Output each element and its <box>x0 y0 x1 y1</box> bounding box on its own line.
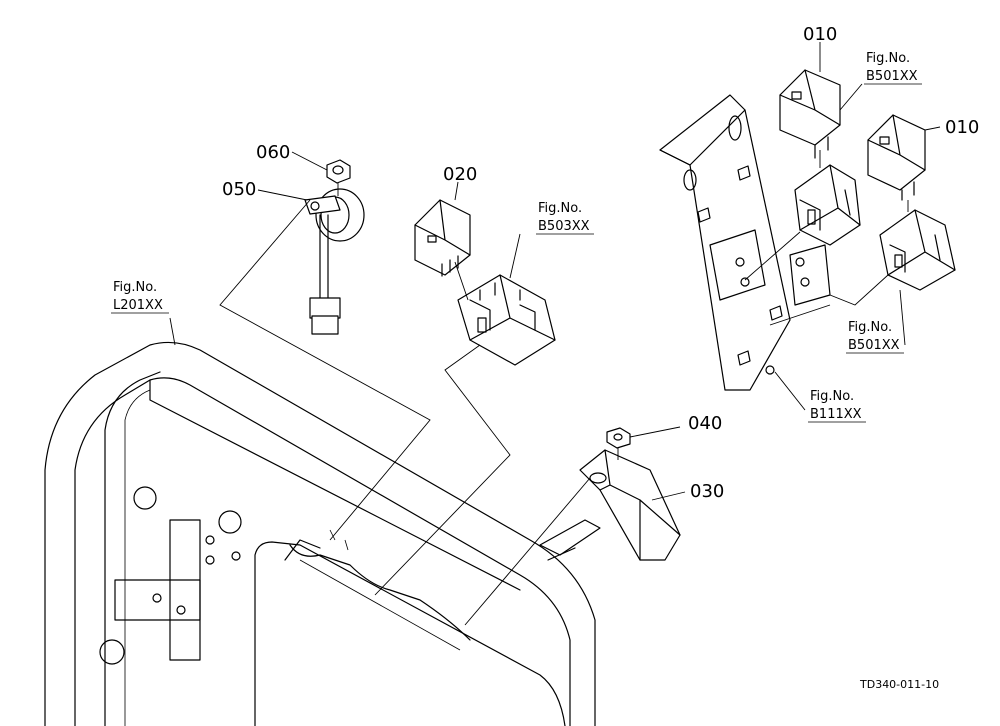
fig-label: Fig.No. <box>866 51 910 66</box>
fig-ref-b111: B111XX <box>810 407 862 422</box>
callout-020: 020 <box>443 164 477 185</box>
figref-b501-bottom: Fig.No. B501XX <box>846 320 904 354</box>
part-040-nut <box>606 427 631 449</box>
callout-050: 050 <box>222 179 256 200</box>
fig-label: Fig.No. <box>848 320 892 335</box>
callout-030: 030 <box>690 481 724 502</box>
part-060-nut <box>326 159 351 184</box>
figref-l201: Fig.No. L201XX <box>111 280 169 314</box>
drawing-code: TD340-011-10 <box>859 678 939 691</box>
fig-label: Fig.No. <box>538 201 582 216</box>
fig-ref-b503: B503XX <box>538 219 590 234</box>
part-030-cover <box>579 449 681 561</box>
socket-b501-bottom <box>879 209 956 291</box>
figref-b503: Fig.No. B503XX <box>536 201 594 235</box>
socket-b501-top <box>794 164 861 246</box>
callout-010-top: 010 <box>803 24 837 45</box>
fig-label: Fig.No. <box>810 389 854 404</box>
fig-label: Fig.No. <box>113 280 157 295</box>
figref-b111: Fig.No. B111XX <box>808 389 866 423</box>
housing-panel <box>44 341 601 726</box>
bracket-plate-b111 <box>659 94 831 391</box>
part-050-sensor <box>304 188 365 335</box>
part-010-relay-right <box>867 114 926 201</box>
fig-ref-l201: L201XX <box>113 298 163 313</box>
socket-b503 <box>457 274 556 366</box>
callout-040: 040 <box>688 413 722 434</box>
fig-ref-b501-top: B501XX <box>866 69 918 84</box>
part-010-relay-top <box>779 69 841 159</box>
callout-060: 060 <box>256 142 290 163</box>
fig-ref-b501-bottom: B501XX <box>848 338 900 353</box>
part-020-relay <box>414 199 471 277</box>
callout-010-right: 010 <box>945 117 979 138</box>
figref-b501-top: Fig.No. B501XX <box>864 51 922 85</box>
